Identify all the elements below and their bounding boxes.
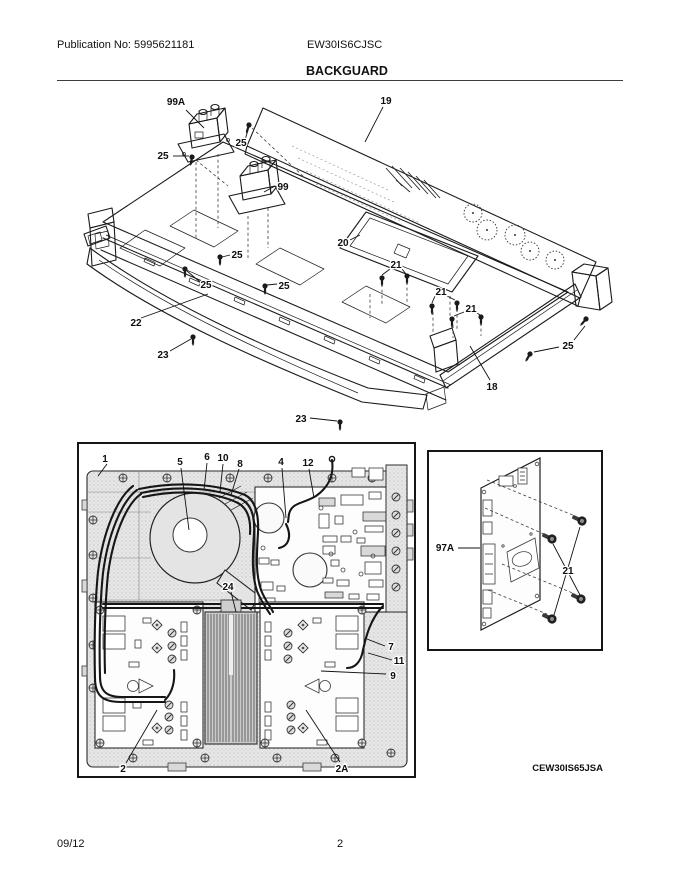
callout-22: 22 <box>130 318 142 329</box>
front-trim-22 <box>83 225 447 411</box>
callout-25: 25 <box>231 250 243 261</box>
heatsink <box>204 599 258 745</box>
model-number: EW30IS6CJSC <box>307 39 383 51</box>
terminal-block <box>385 464 408 613</box>
panel-burner-graphics <box>463 203 565 270</box>
callout-25: 25 <box>278 281 290 292</box>
callout-12: 12 <box>302 458 314 469</box>
callout-7: 7 <box>388 642 394 653</box>
induction-board-left <box>94 601 204 749</box>
callout-19: 19 <box>380 96 392 107</box>
callout-21: 21 <box>435 287 447 298</box>
callout-leaders <box>140 106 586 422</box>
screw-icons <box>182 121 590 431</box>
power-module-99 <box>228 155 286 258</box>
induction-module-figure: 1 5 6 10 8 4 12 24 7 11 9 2 2A <box>77 442 416 778</box>
callout-5: 5 <box>177 457 183 468</box>
induction-board-right <box>259 601 367 749</box>
backguard-exploded-figure: 99A 25 25 99 19 20 25 25 25 21 21 21 22 … <box>83 95 613 431</box>
callout-25: 25 <box>200 280 212 291</box>
callout-20: 20 <box>337 238 349 249</box>
control-board-inset-figure: 97A 21 <box>427 450 603 651</box>
callout-2: 2 <box>120 764 126 775</box>
control-pcb <box>253 467 390 613</box>
callout-18: 18 <box>486 382 498 393</box>
footer-page-number: 2 <box>336 838 344 850</box>
callout-21: 21 <box>390 260 402 271</box>
callout-25: 25 <box>562 341 574 352</box>
diagram-code: CEW30IS65JSA <box>532 763 603 774</box>
footer-date: 09/12 <box>57 838 85 850</box>
callout-25: 25 <box>235 138 247 149</box>
callout-99a: 99A <box>167 97 185 108</box>
callout-11: 11 <box>394 656 405 667</box>
callout-1: 1 <box>102 454 108 465</box>
power-module-99a <box>177 103 235 238</box>
callout-leaders <box>97 462 393 764</box>
callout-10: 10 <box>217 453 229 464</box>
callout-25: 25 <box>157 151 169 162</box>
callout-9: 9 <box>390 671 396 682</box>
callout-8: 8 <box>237 459 243 470</box>
callout-99: 99 <box>277 182 289 193</box>
control-panel-19 <box>244 107 597 307</box>
control-board-97a <box>480 457 541 631</box>
page-title: BACKGUARD <box>306 64 388 78</box>
cooling-fan <box>149 485 260 611</box>
header-divider <box>57 80 623 81</box>
publication-number: Publication No: 5995621181 <box>57 39 195 51</box>
panel-print-hatch <box>385 165 441 199</box>
wiring-harness <box>93 455 385 704</box>
callout-23: 23 <box>295 414 307 425</box>
callout-23: 23 <box>157 350 169 361</box>
callout-21: 21 <box>465 304 477 315</box>
mounting-screws-21 <box>484 479 589 626</box>
callout-21: 21 <box>562 566 574 577</box>
callout-24: 24 <box>222 582 234 593</box>
callout-2a: 2A <box>336 764 349 775</box>
callout-97a: 97A <box>436 543 454 554</box>
callout-4: 4 <box>278 457 284 468</box>
backguard-frame <box>87 141 569 401</box>
callout-6: 6 <box>204 452 210 463</box>
